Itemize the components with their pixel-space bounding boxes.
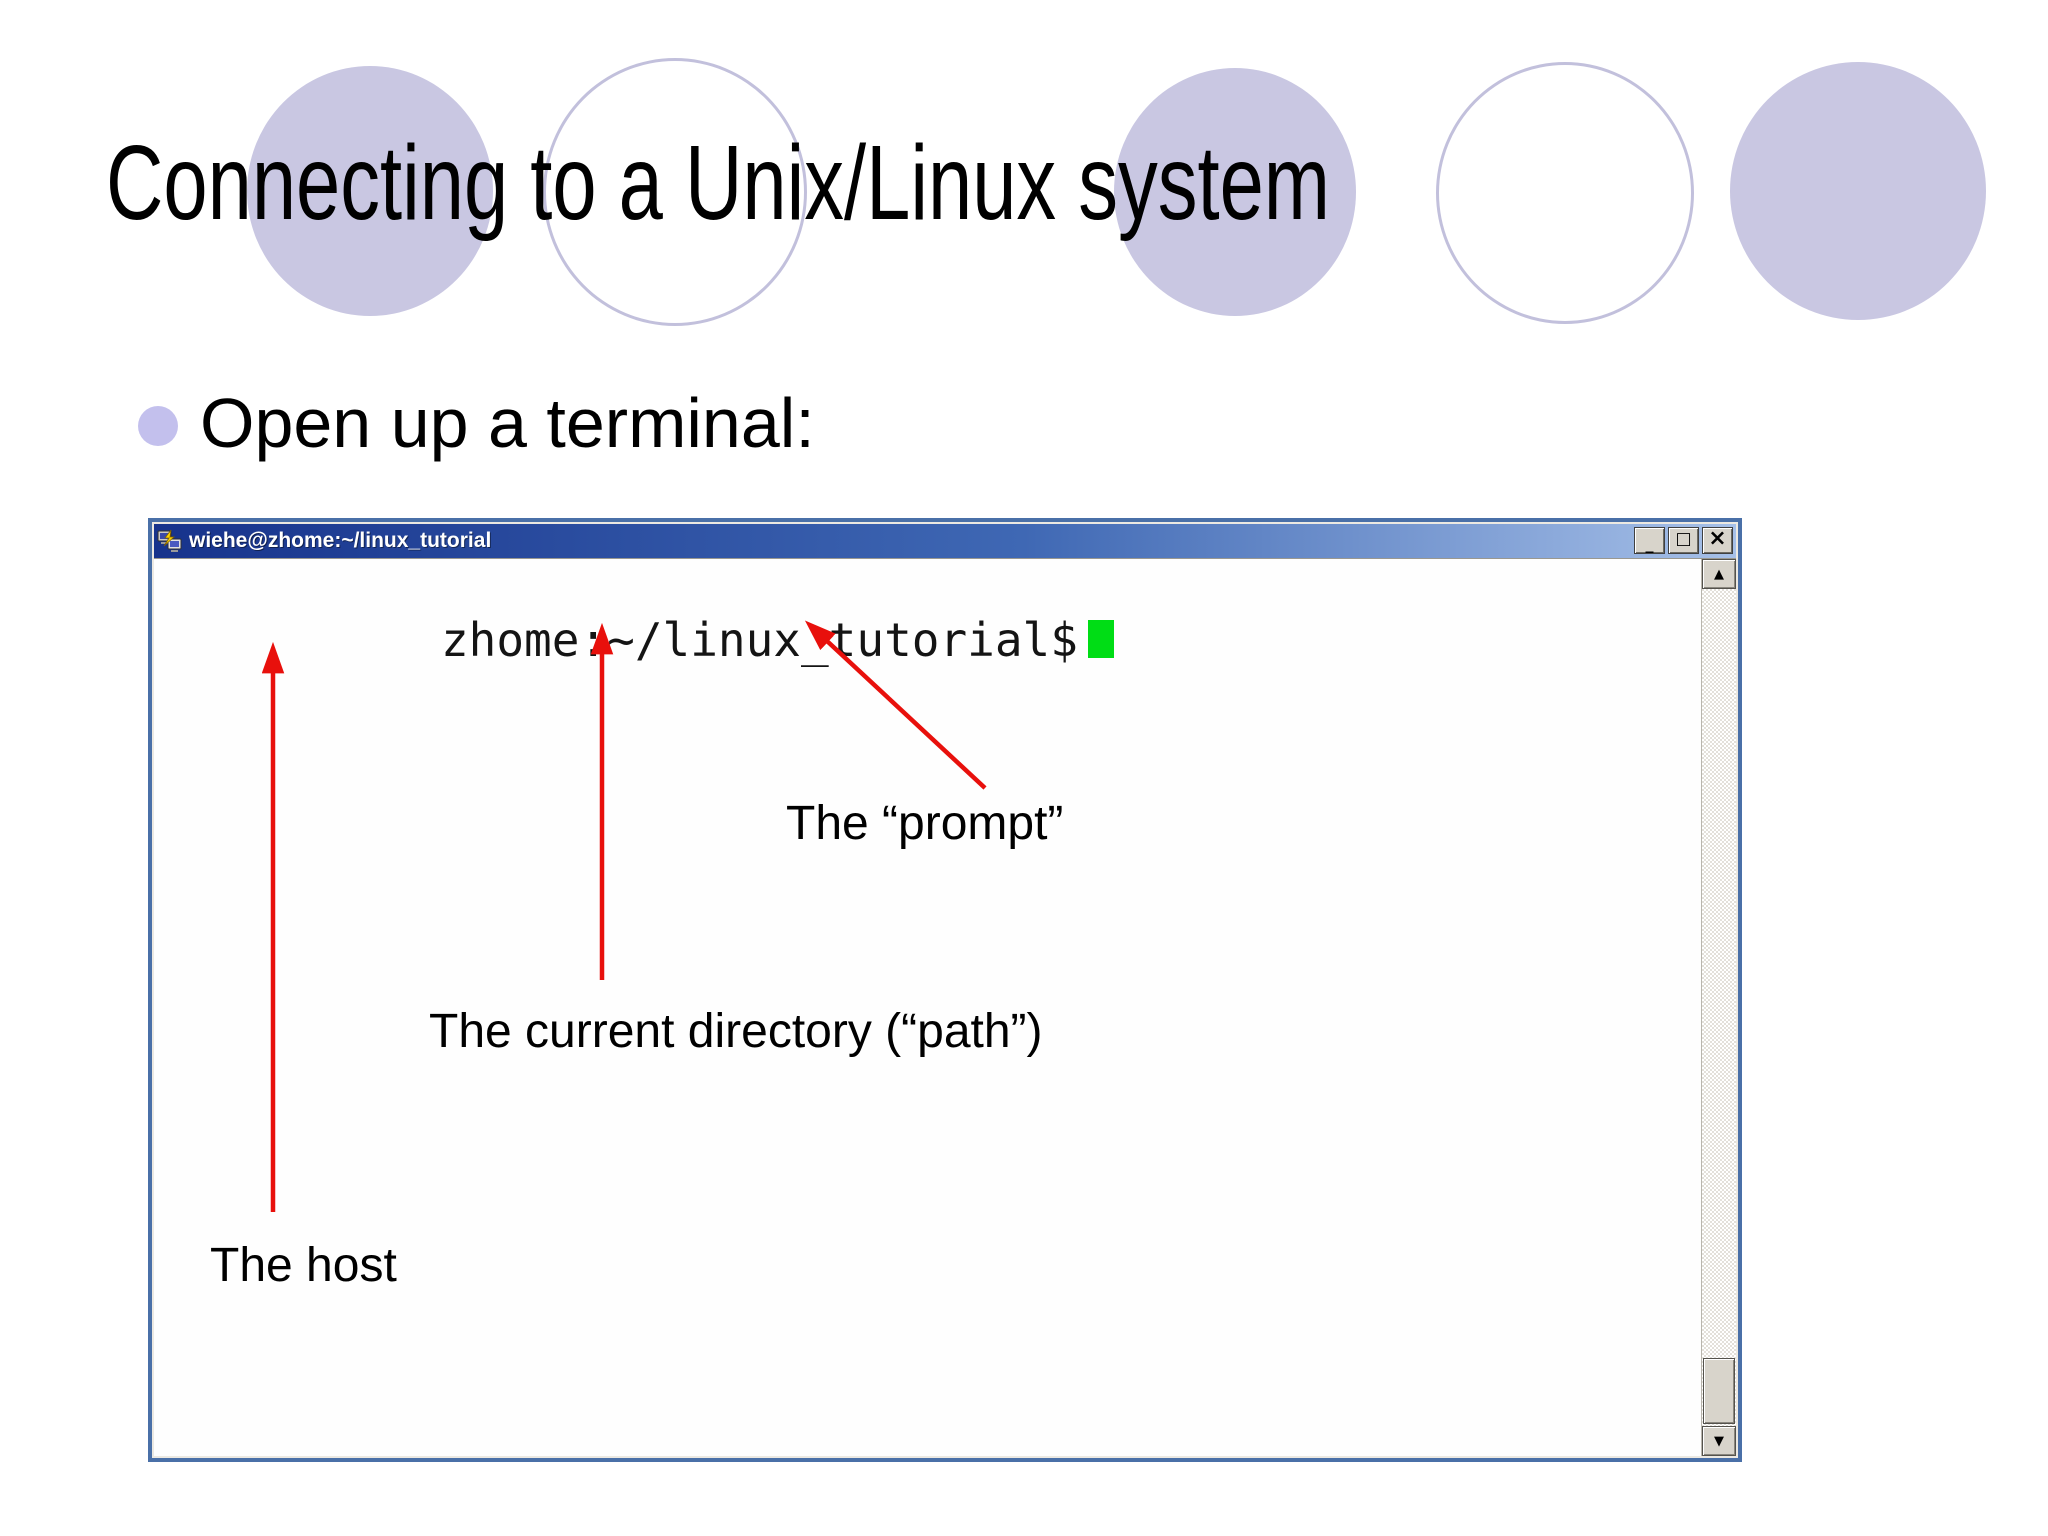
maximize-button[interactable]: □	[1668, 527, 1699, 554]
decorative-circle-filled-2	[1114, 68, 1356, 316]
scroll-down-icon: ▼	[1714, 1433, 1724, 1449]
path-annotation-label: The current directory (“path”)	[429, 1005, 1043, 1058]
terminal-app-icon[interactable]	[157, 528, 183, 554]
maximize-icon: □	[1675, 529, 1692, 549]
close-icon: ×	[1708, 526, 1727, 551]
terminal-window: wiehe@zhome:~/linux_tutorial _ □ × zhome…	[148, 518, 1742, 1462]
scroll-up-button[interactable]: ▲	[1702, 559, 1736, 589]
window-title: wiehe@zhome:~/linux_tutorial	[189, 529, 492, 552]
scrollbar-track[interactable]	[1702, 589, 1736, 1426]
slide-title: Connecting to a Unix/Linux system	[106, 124, 1331, 242]
scroll-up-icon: ▲	[1714, 566, 1724, 582]
prompt-annotation-label: The “prompt”	[786, 797, 1064, 850]
close-button[interactable]: ×	[1702, 527, 1733, 554]
minimize-icon: _	[1645, 534, 1654, 553]
decorative-circle-outlined-2	[1436, 62, 1694, 324]
decorative-circle-outlined-1	[543, 58, 807, 326]
scroll-down-button[interactable]: ▼	[1702, 1426, 1736, 1456]
vertical-scrollbar[interactable]: ▲ ▼	[1701, 559, 1736, 1456]
scrollbar-thumb[interactable]	[1703, 1358, 1735, 1424]
bullet-text: Open up a terminal:	[200, 384, 815, 462]
shell-prompt-text: zhome:~/linux_tutorial$	[440, 613, 1078, 667]
minimize-button[interactable]: _	[1634, 527, 1665, 554]
decorative-circle-filled-3	[1730, 62, 1986, 320]
host-annotation-label: The host	[210, 1239, 397, 1292]
bullet-dot-icon	[138, 406, 178, 446]
terminal-titlebar[interactable]: wiehe@zhome:~/linux_tutorial _ □ ×	[154, 524, 1736, 558]
terminal-cursor	[1087, 620, 1114, 658]
decorative-circle-filled-1	[247, 66, 493, 316]
